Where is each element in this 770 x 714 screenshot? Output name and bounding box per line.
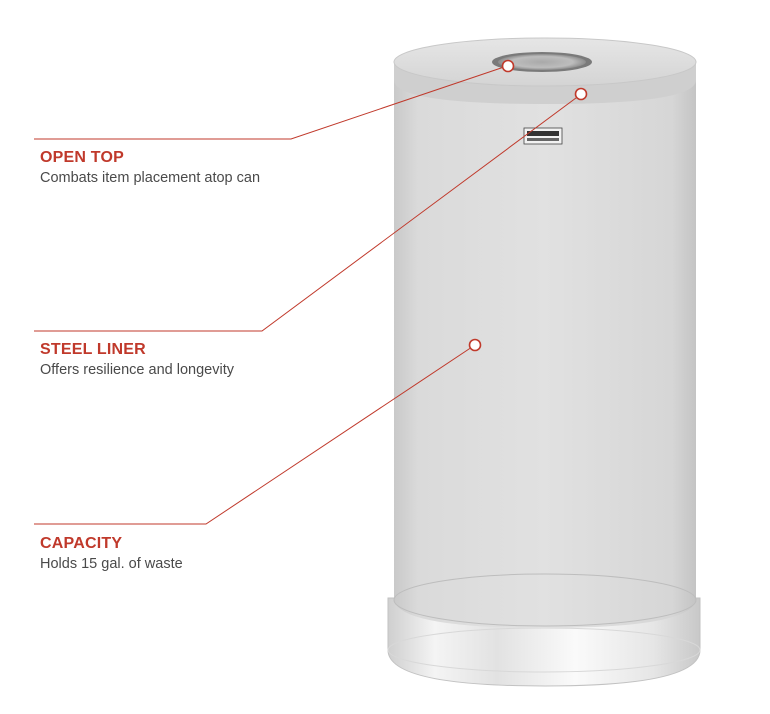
callout-line-open-top — [34, 65, 508, 140]
callout-dot-steel-liner — [574, 87, 588, 101]
callout-steel-liner: STEEL LINER Offers resilience and longev… — [40, 340, 234, 380]
callout-title: STEEL LINER — [40, 341, 146, 358]
callout-description: Combats item placement atop can — [40, 170, 261, 186]
callout-connectors — [34, 65, 581, 525]
trash-can-image — [387, 37, 701, 687]
callout-dot-open-top — [501, 59, 515, 73]
callout-dot-capacity — [468, 338, 482, 352]
callout-title: CAPACITY — [40, 535, 123, 552]
callout-capacity: CAPACITY Holds 15 gal. of waste — [40, 534, 183, 574]
callout-line-capacity — [34, 344, 476, 525]
callout-description: Offers resilience and longevity — [40, 362, 234, 378]
callout-open-top: OPEN TOP Combats item placement atop can — [40, 148, 260, 188]
callout-line-steel-liner — [34, 94, 581, 332]
trash-can-body — [394, 70, 696, 628]
brand-logo-icon — [523, 127, 563, 145]
callout-description: Holds 15 gal. of waste — [40, 556, 183, 572]
callout-title: OPEN TOP — [40, 149, 124, 166]
